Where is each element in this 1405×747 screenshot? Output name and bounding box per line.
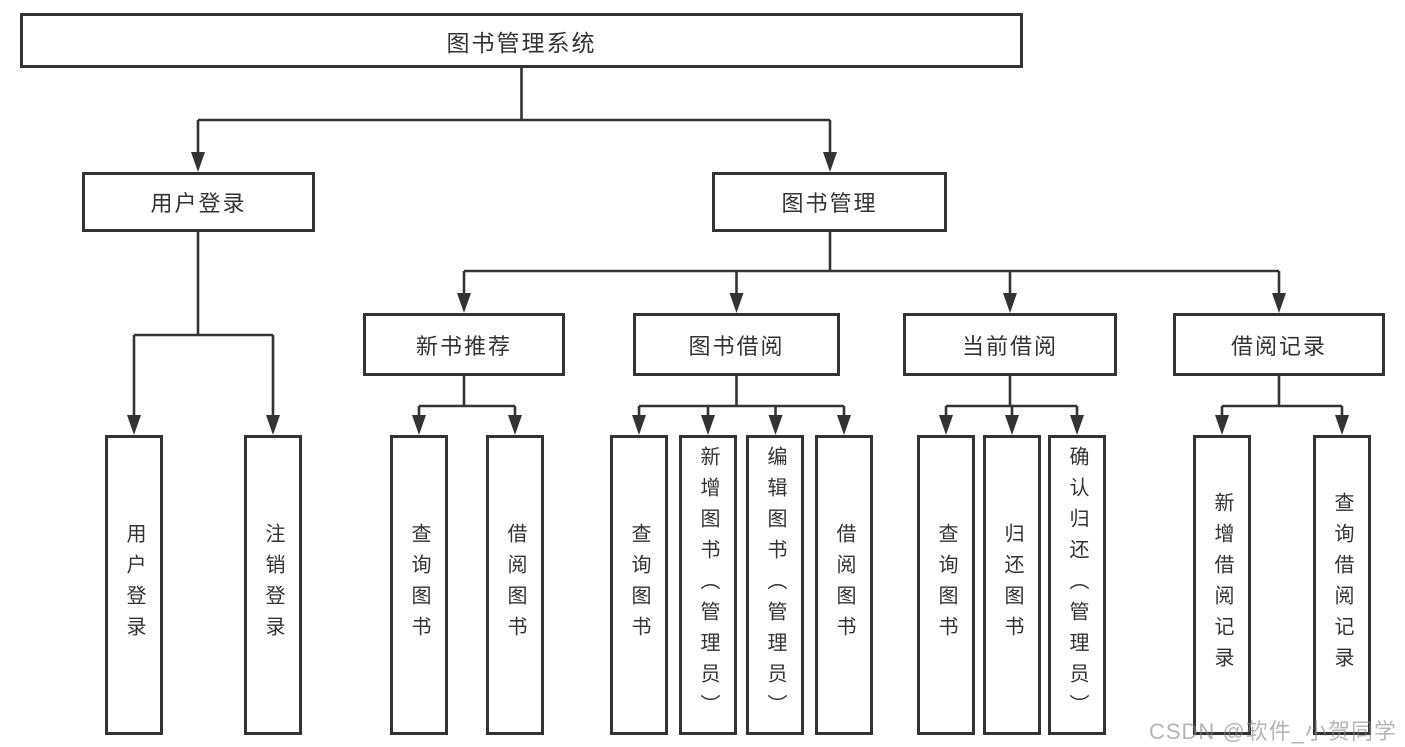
leaf-borrow-book: 借阅图书 [815,435,873,735]
leaf-edit-book-admin-label: 编辑图书（管理员） [764,445,786,725]
leaf-add-book-admin-label: 新增图书（管理员） [697,445,719,725]
leaf-query-borrow-record: 查询借阅记录 [1313,435,1371,735]
leaf-add-book-admin: 新增图书（管理员） [679,435,737,735]
node-user-login: 用户登录 [82,172,315,232]
leaf-query-book-borrow-label: 查询图书 [628,523,650,647]
leaf-logout: 注销登录 [244,435,302,735]
node-new-book-recommend-label: 新书推荐 [415,333,512,359]
leaf-confirm-return-admin-label: 确认归还（管理员） [1066,445,1088,725]
leaf-query-book-current-label: 查询图书 [935,523,957,647]
node-borrow-records: 借阅记录 [1173,313,1385,376]
leaf-user-login-label: 用户登录 [123,523,145,647]
leaf-query-book-recommend-label: 查询图书 [408,523,430,647]
leaf-borrow-book-recommend: 借阅图书 [486,435,544,735]
leaf-query-borrow-record-label: 查询借阅记录 [1331,492,1353,678]
leaf-query-book-borrow: 查询图书 [610,435,668,735]
leaf-return-book-label: 归还图书 [1001,523,1023,647]
node-new-book-recommend: 新书推荐 [363,313,565,376]
node-borrow-records-label: 借阅记录 [1230,333,1327,359]
node-book-management-label: 图书管理 [781,191,878,216]
node-current-borrow: 当前借阅 [903,313,1117,376]
node-root: 图书管理系统 [20,13,1023,68]
node-root-label: 图书管理系统 [446,29,597,56]
leaf-confirm-return-admin: 确认归还（管理员） [1048,435,1106,735]
leaf-query-book-recommend: 查询图书 [390,435,448,735]
leaf-add-borrow-record-label: 新增借阅记录 [1211,492,1233,678]
leaf-borrow-book-recommend-label: 借阅图书 [504,523,526,647]
node-book-borrow: 图书借阅 [633,313,840,376]
leaf-user-login: 用户登录 [105,435,163,735]
node-current-borrow-label: 当前借阅 [961,333,1058,359]
csdn-watermark: CSDN @软件_小贺同学 [1148,719,1397,744]
node-book-borrow-label: 图书借阅 [688,333,785,359]
leaf-return-book: 归还图书 [983,435,1041,735]
leaf-add-borrow-record: 新增借阅记录 [1193,435,1251,735]
leaf-logout-label: 注销登录 [262,523,284,647]
leaf-query-book-current: 查询图书 [917,435,975,735]
node-user-login-label: 用户登录 [150,191,247,216]
leaf-borrow-book-label: 借阅图书 [833,523,855,647]
node-book-management: 图书管理 [712,172,947,232]
leaf-edit-book-admin: 编辑图书（管理员） [746,435,804,735]
